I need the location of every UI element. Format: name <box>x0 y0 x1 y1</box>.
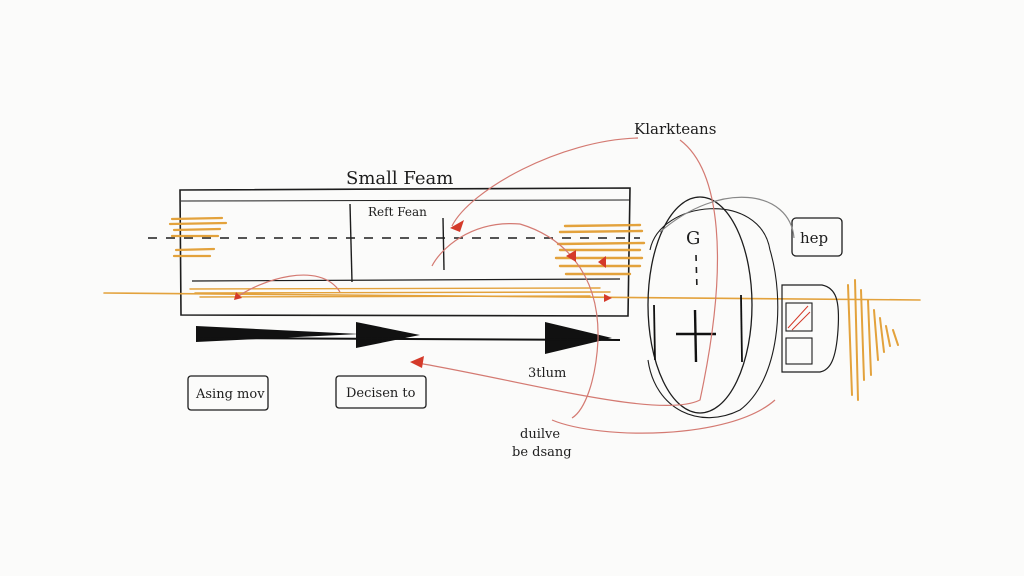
red-arrowhead-bar <box>450 220 464 232</box>
arrow-wedge-3 <box>545 322 612 354</box>
middle-box <box>335 375 427 409</box>
plus-vertical <box>693 309 698 363</box>
curve-left-loop <box>235 274 341 299</box>
team-bar-inner-bottom <box>191 278 621 282</box>
title-label: Small Feam <box>346 168 453 189</box>
top-right-label: Klarkteans <box>634 120 716 138</box>
circle-letter: G <box>686 228 700 249</box>
plug-slot-bottom <box>785 337 813 365</box>
help-label: hep <box>800 229 828 247</box>
orange-bar-lines <box>189 287 611 298</box>
oval-bar-left <box>653 304 656 361</box>
plug-red-hatch <box>787 305 811 331</box>
red-arrowheads <box>234 220 612 368</box>
middle-box-label: Decisen to <box>346 386 416 401</box>
red-arrowhead-right-1 <box>566 250 576 262</box>
oval-inner <box>647 196 753 414</box>
arrow-shaft <box>195 337 621 341</box>
team-bar <box>148 187 640 317</box>
red-arrowhead-bottom <box>604 294 612 302</box>
curve-oval-to-help <box>659 196 795 239</box>
orange-scribble-far-right <box>847 279 899 401</box>
oval-device <box>647 196 779 419</box>
orange-hatching <box>103 216 921 401</box>
curve-top-to-arrow <box>411 139 719 406</box>
bottom-label-line1: duilve <box>520 427 560 442</box>
curve-bar-inner <box>431 223 521 267</box>
timeline-arrow <box>195 322 621 354</box>
plug-shape <box>781 284 840 373</box>
curve-bar-to-bottom <box>519 223 599 419</box>
team-bar-outline <box>179 187 631 317</box>
help-box <box>791 217 843 257</box>
oval-outer <box>647 208 779 419</box>
orange-hatch-right <box>554 223 646 276</box>
orange-hatch-left <box>168 216 228 258</box>
arrow-wedge-2 <box>356 322 420 348</box>
red-arrowhead-arrow <box>410 356 424 368</box>
divider-right <box>442 217 445 271</box>
divider-left <box>349 203 353 283</box>
red-arrowhead-left <box>234 292 242 300</box>
oval-bar-right <box>740 294 743 363</box>
curve-bottom-right <box>551 399 776 434</box>
bottom-label-line2: be dsang <box>512 445 572 460</box>
plug-slot-top <box>785 302 813 332</box>
team-bar-inner-top <box>180 199 630 202</box>
oval-dashed <box>695 254 698 291</box>
left-box-label: Asing mov <box>195 387 265 402</box>
arrow-label: 3tlum <box>528 366 566 381</box>
connector-curves <box>235 137 795 434</box>
plug-outline <box>781 284 840 373</box>
left-box <box>187 375 269 411</box>
inner-label: Reft Fean <box>368 205 427 219</box>
curve-top-to-bar <box>451 137 639 227</box>
red-arrowhead-right-2 <box>598 256 606 268</box>
